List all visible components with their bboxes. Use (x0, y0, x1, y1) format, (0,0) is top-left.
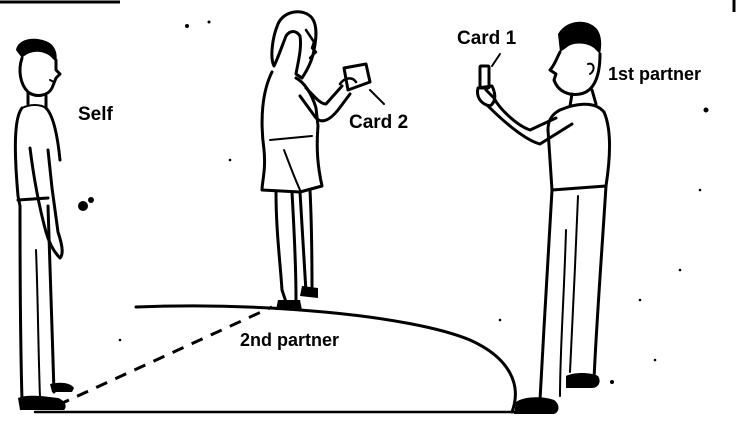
card1-label: Card 1 (457, 28, 517, 49)
scan-edge-marks (0, 0, 734, 12)
ground-arc (35, 306, 540, 412)
second-partner-label: 2nd partner (240, 330, 339, 350)
second-partner-figure (262, 12, 384, 310)
self-label: Self (78, 104, 114, 125)
card2-label: Card 2 (349, 112, 408, 133)
self-figure (15, 39, 74, 410)
sight-line-dashed (58, 307, 272, 405)
first-partner-label: 1st partner (608, 64, 701, 84)
